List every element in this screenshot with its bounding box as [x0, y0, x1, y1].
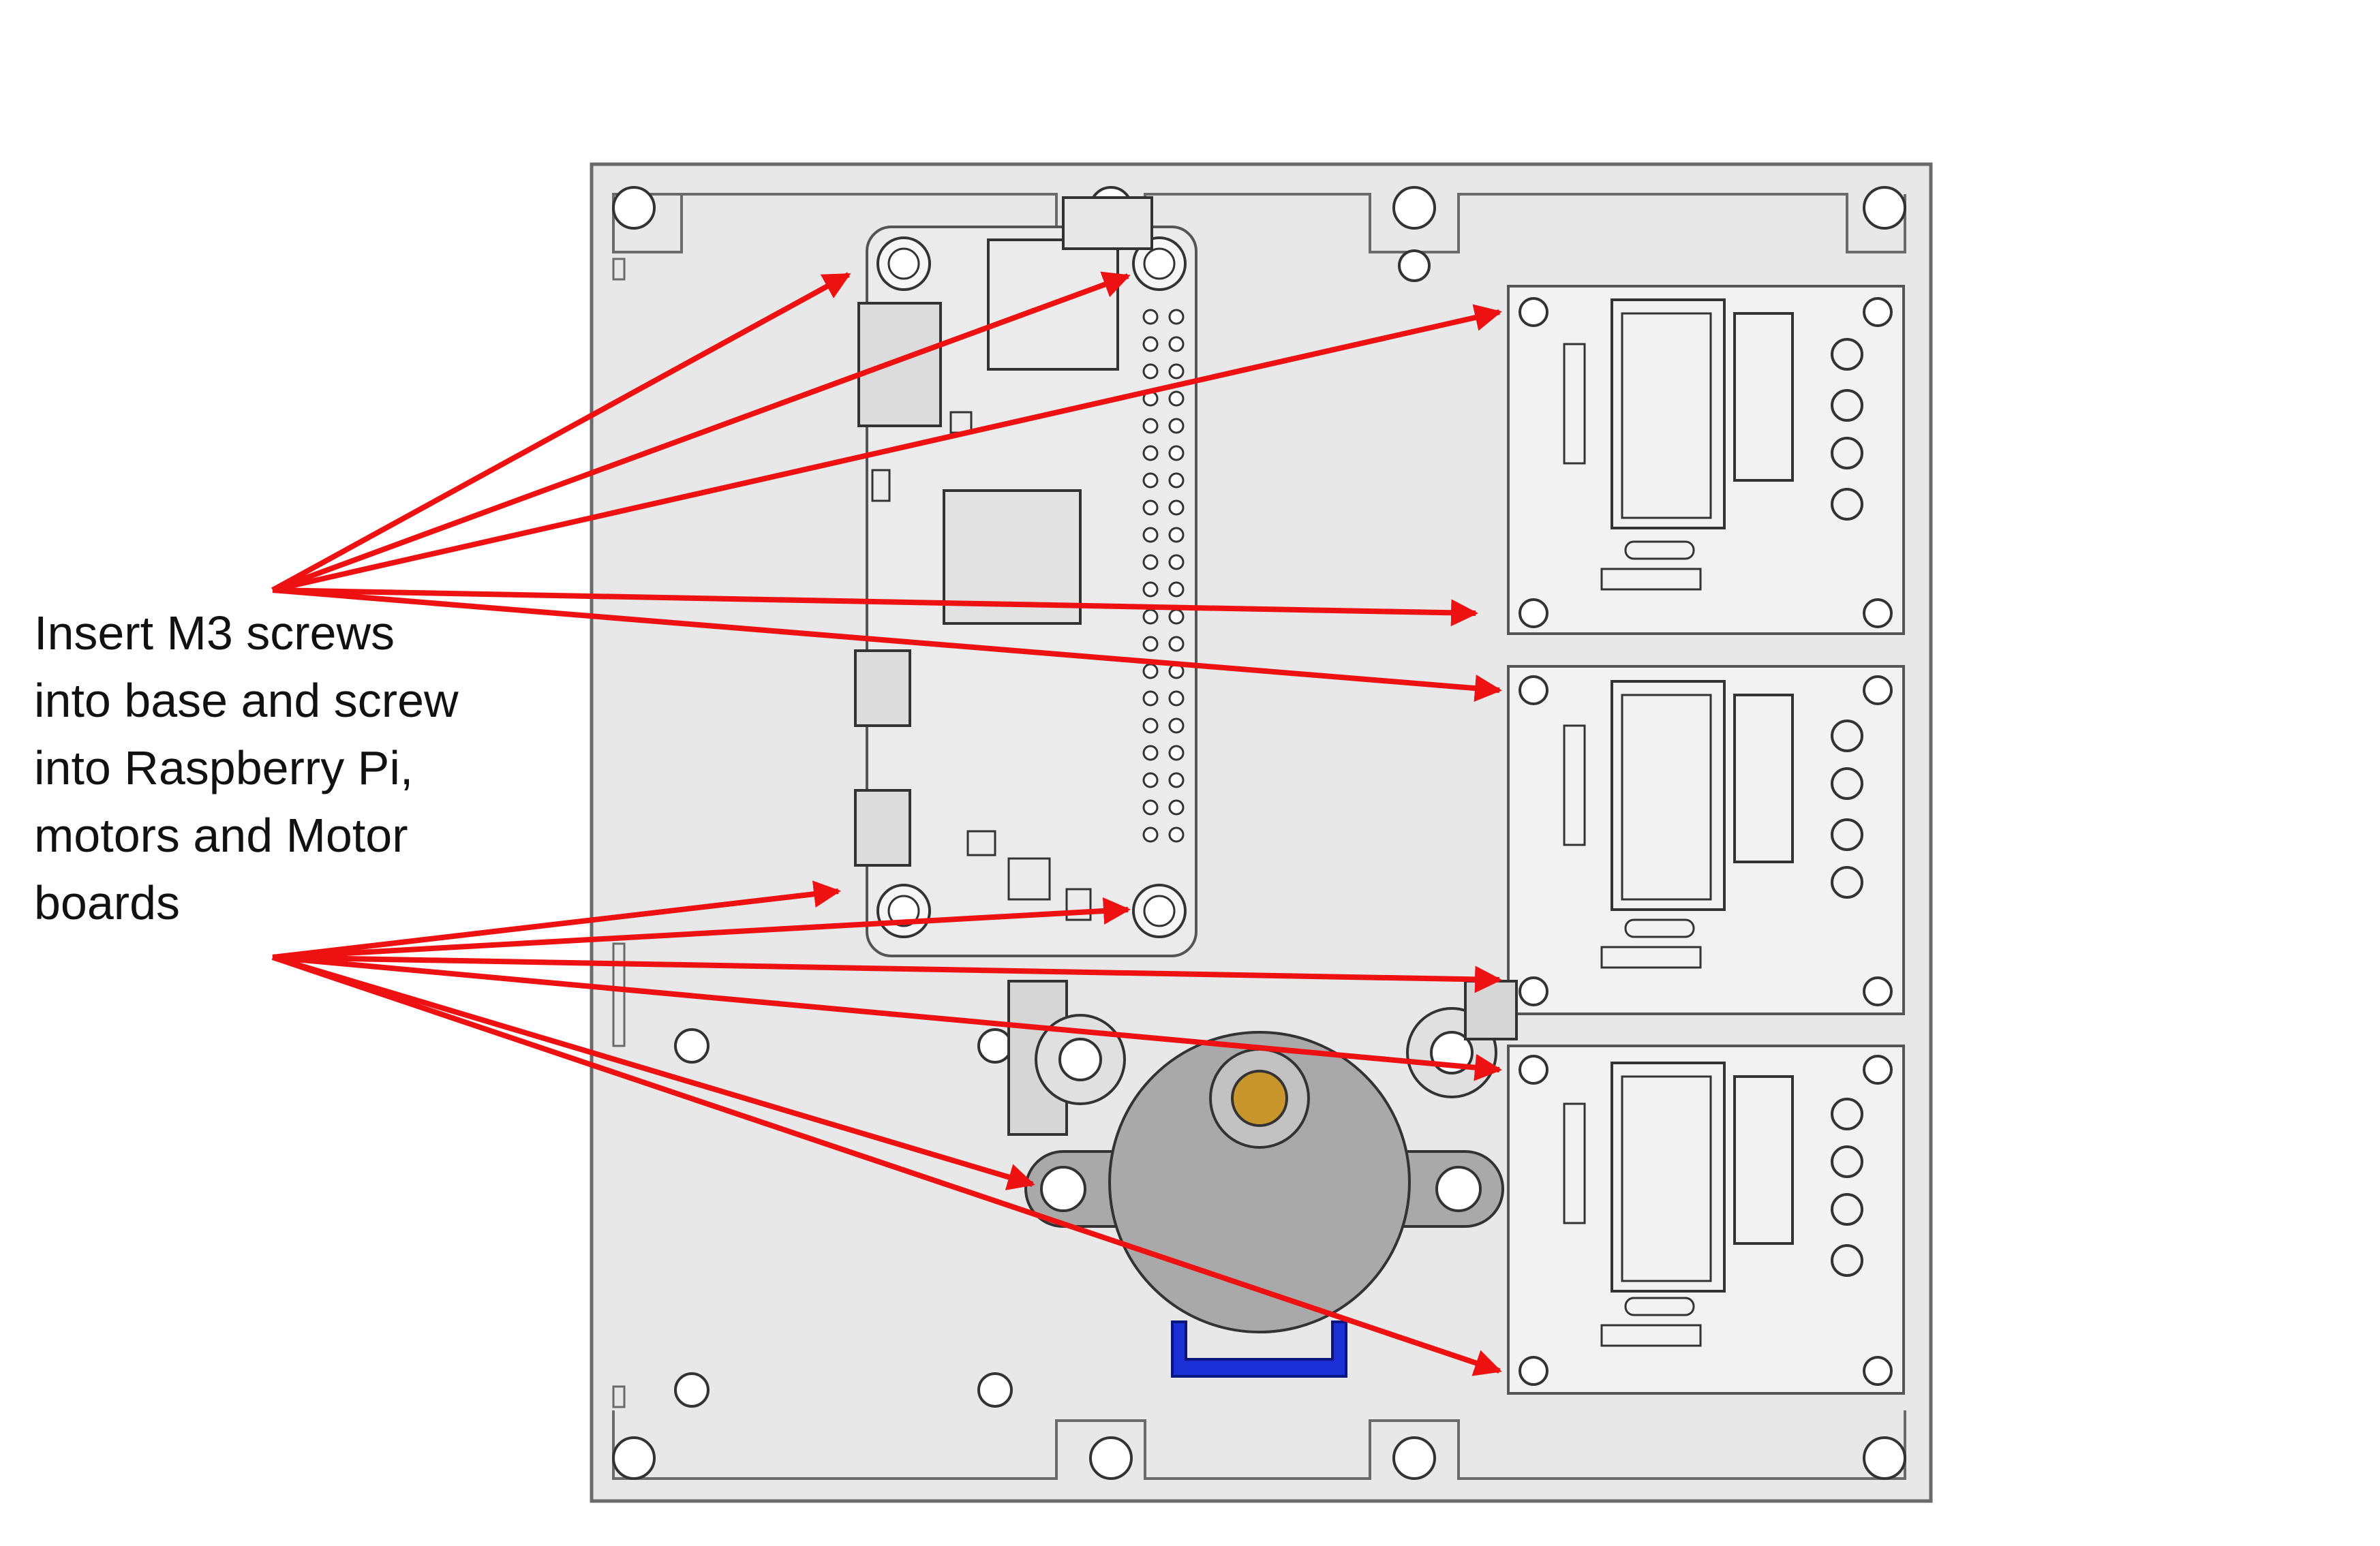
arrow-to-pi-top-left [271, 272, 851, 593]
instruction-text: Insert M3 screws into base and screw int… [34, 606, 459, 929]
arrow-to-board2-bottom-left [272, 955, 1502, 993]
motor-driver-board-icon [1507, 285, 1905, 1395]
arrow-to-motor-left-ear [271, 955, 1035, 1190]
arrow-to-board1-bottom-left [272, 587, 1478, 627]
raspberry-pi-board-icon [854, 196, 1197, 957]
arrow-to-pi-top-right [271, 271, 1131, 593]
arrow-to-board3-top-left [272, 955, 1502, 1081]
arrows [271, 271, 1502, 1376]
arrow-to-pi-bottom-right [272, 897, 1131, 960]
arrow-to-pi-bottom-left [272, 880, 841, 960]
arrow-to-board1-top-left [272, 304, 1502, 593]
arrow-to-board2-top-left [272, 587, 1502, 702]
arrow-to-board3-bottom-left [271, 955, 1502, 1376]
stepper-motor-icon [1007, 980, 1518, 1378]
